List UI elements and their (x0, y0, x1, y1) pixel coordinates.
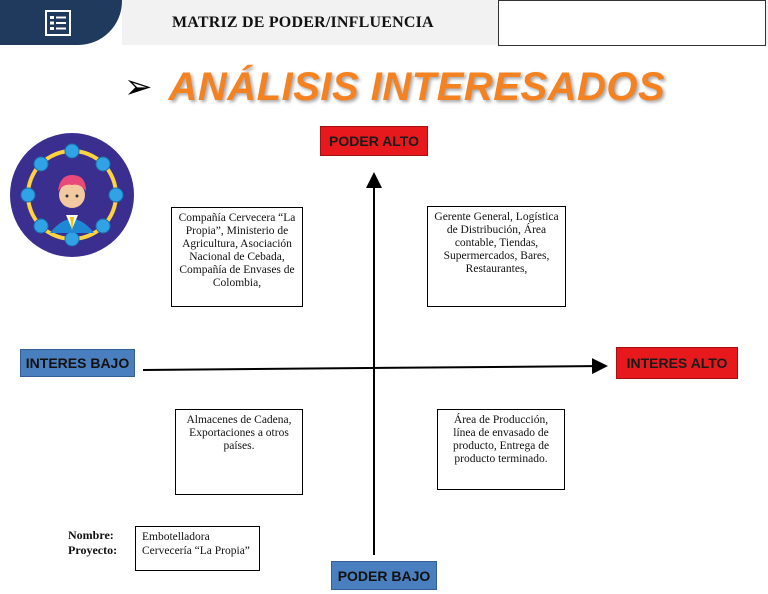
header-corner-tab (0, 0, 122, 45)
project-label: Proyecto: (68, 543, 118, 557)
quadrant-bottom-right: Área de Producción, línea de envasado de… (437, 409, 565, 490)
page-title: MATRIZ DE PODER/INFLUENCIA (172, 14, 434, 31)
quadrant-top-right: Gerente General, Logística de Distribuci… (427, 206, 566, 307)
footer-labels: Nombre: Proyecto: (68, 528, 117, 558)
main-title-row: ➢ ANÁLISIS INTERESADOS (124, 62, 665, 112)
interes-bajo-label: INTERES BAJO (20, 349, 135, 377)
poder-alto-label: PODER ALTO (320, 126, 428, 156)
footer-value-line2: Cervecería “La Propia” (142, 545, 250, 557)
stakeholder-network-icon (10, 133, 134, 257)
checklist-icon (45, 10, 71, 36)
quadrant-bottom-left: Almacenes de Cadena, Exportaciones a otr… (175, 409, 303, 495)
main-title: ANÁLISIS INTERESADOS (168, 64, 666, 109)
poder-bajo-label: PODER BAJO (331, 561, 437, 590)
interes-alto-label: INTERES ALTO (616, 347, 738, 379)
arrow-bullet-icon: ➢ (124, 67, 153, 107)
footer-value-line1: Embotelladora (142, 531, 210, 543)
name-label: Nombre: (68, 528, 114, 542)
horizontal-axis (142, 358, 608, 375)
header-info-box (498, 0, 766, 46)
footer-info-box: Embotelladora Cervecería “La Propia” (135, 526, 260, 571)
quadrant-top-left: Compañía Cervecera “La Propia”, Minister… (171, 207, 303, 307)
